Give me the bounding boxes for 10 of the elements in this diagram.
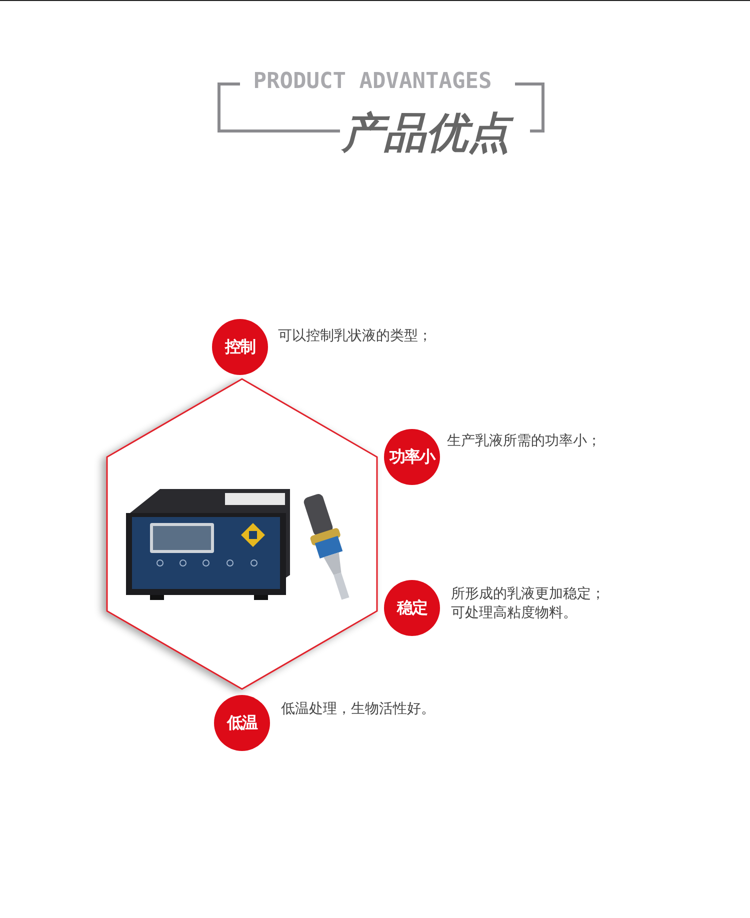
feature-badge: 功率小	[384, 429, 440, 485]
subtitle-text: PRODUCT ADVANTAGES	[252, 69, 493, 94]
feature-badge: 控制	[212, 319, 268, 375]
feature-badge: 低温	[214, 695, 270, 751]
feature-badge: 稳定	[384, 580, 440, 636]
feature-description: 生产乳液所需的功率小；	[447, 432, 601, 451]
feature-description: 所形成的乳液更加稳定；	[451, 585, 605, 604]
feature-description: 可处理高粘度物料。	[451, 604, 577, 623]
feature-description: 低温处理，生物活性好。	[281, 700, 435, 719]
feature-description: 可以控制乳状液的类型；	[278, 327, 432, 346]
